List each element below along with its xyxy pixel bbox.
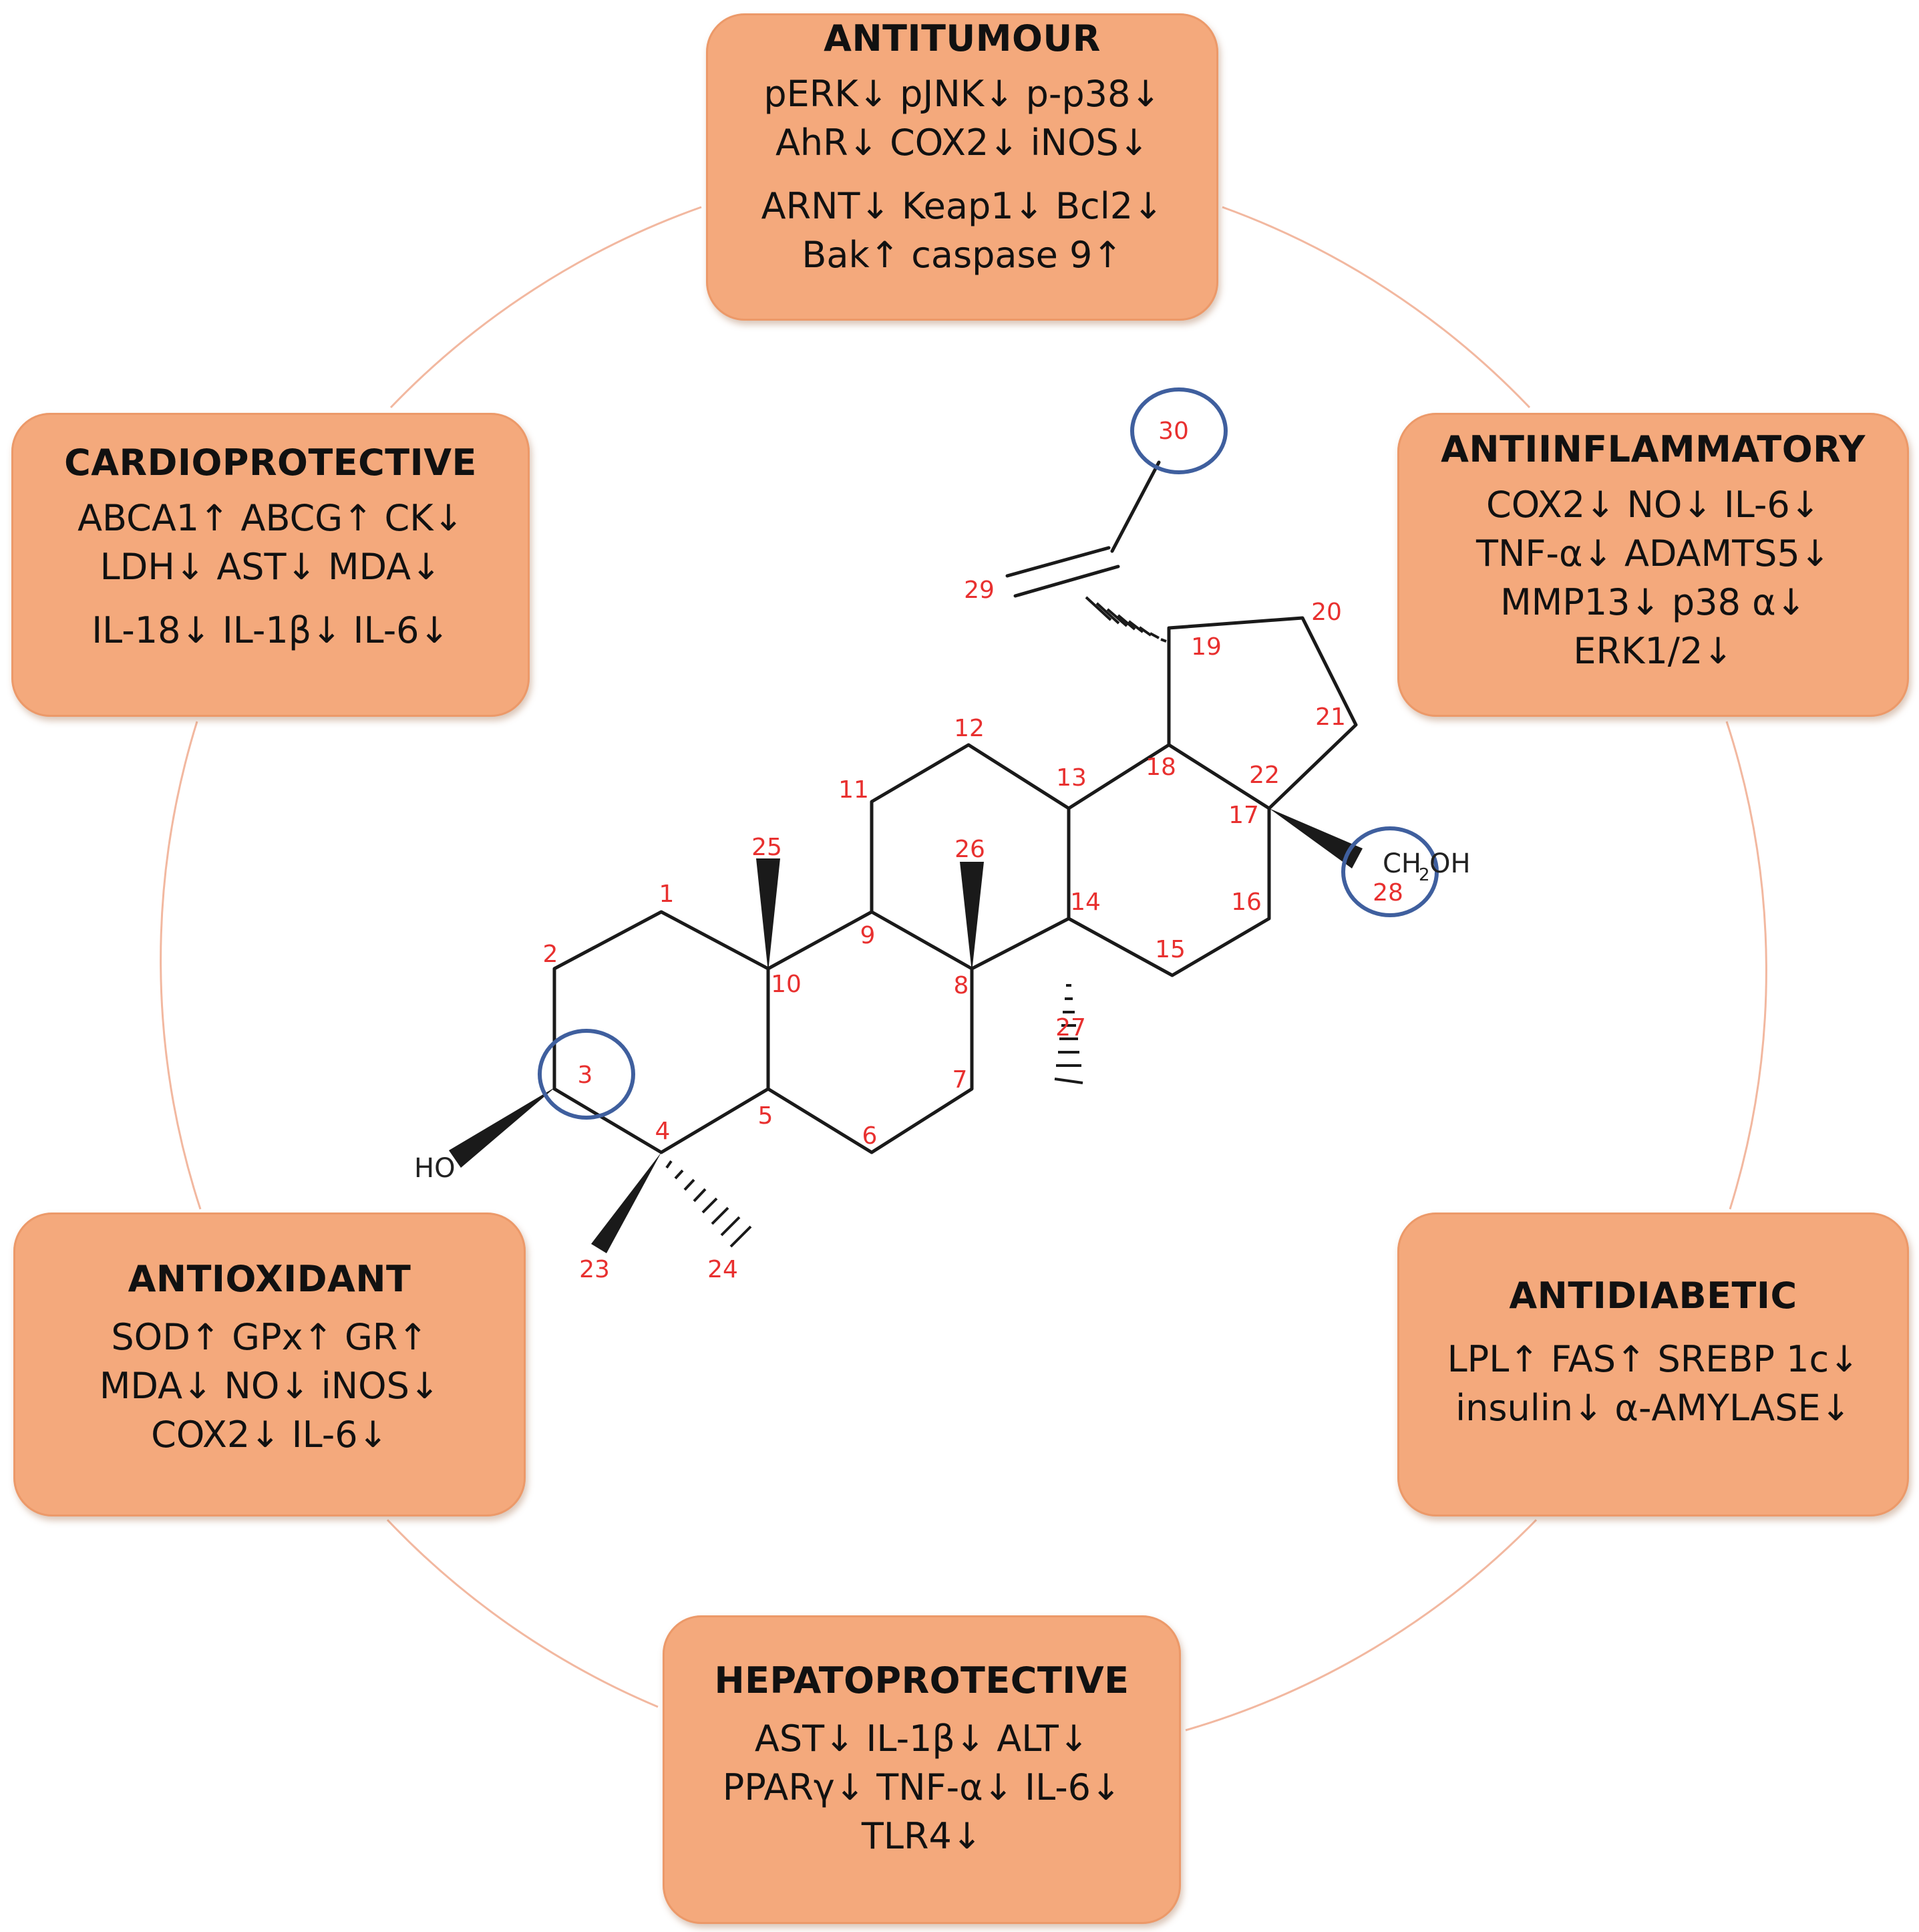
hepatoprotective-line: TLR4↓ (861, 1815, 983, 1858)
antitumour-line: AhR↓ COX2↓ iNOS↓ (775, 122, 1150, 164)
highlight-c3-ring (538, 1029, 635, 1120)
cardioprotective-line: IL-18↓ IL-1β↓ IL-6↓ (92, 609, 450, 652)
atom-number: 28 (1373, 879, 1403, 907)
antitumour-line: pERK↓ pJNK↓ p-p38↓ (763, 73, 1161, 116)
atom-number: 4 (655, 1118, 671, 1145)
atom-number: 30 (1158, 418, 1189, 445)
antiinflammatory-line: ERK1/2↓ (1573, 630, 1733, 673)
antioxidant-line: SOD↑ GPx↑ GR↑ (111, 1316, 428, 1359)
atom-number: 20 (1311, 599, 1342, 626)
antiinflammatory-box: ANTIINFLAMMATORY COX2↓ NO↓ IL-6↓ TNF-α↓ … (1397, 413, 1909, 717)
atom-number: 13 (1056, 764, 1087, 792)
hepatoprotective-title: HEPATOPROTECTIVE (714, 1659, 1129, 1702)
highlight-c30-ring (1130, 387, 1228, 474)
atom-number: 8 (954, 972, 969, 999)
atom-number: 29 (964, 577, 995, 604)
atom-number: 15 (1155, 936, 1186, 963)
hepatoprotective-line: AST↓ IL-1β↓ ALT↓ (754, 1718, 1089, 1760)
atom-number: 17 (1228, 802, 1259, 829)
antiinflammatory-line: TNF-α↓ ADAMTS5↓ (1476, 532, 1830, 575)
atom-number: 19 (1191, 633, 1222, 661)
cardioprotective-box: CARDIOPROTECTIVE ABCA1↑ ABCG↑ CK↓ LDH↓ A… (11, 413, 530, 717)
antitumour-line: ARNT↓ Keap1↓ Bcl2↓ (761, 185, 1164, 228)
atom-number: 3 (578, 1062, 593, 1089)
antidiabetic-line: LPL↑ FAS↑ SREBP 1c↓ (1447, 1338, 1860, 1381)
cardioprotective-line: LDH↓ AST↓ MDA↓ (100, 546, 442, 589)
cardioprotective-line: ABCA1↑ ABCG↑ CK↓ (77, 497, 464, 540)
atom-number: 6 (862, 1122, 878, 1150)
atom-number: 1 (659, 880, 675, 908)
atom-number: 7 (952, 1066, 968, 1094)
atom-number: 24 (707, 1256, 738, 1283)
antitumour-box: ANTITUMOUR pERK↓ pJNK↓ p-p38↓ AhR↓ COX2↓… (706, 13, 1218, 321)
atom-number: 25 (751, 834, 782, 861)
hydroxyl-label: HO (414, 1153, 456, 1184)
atom-number: 18 (1146, 754, 1176, 781)
antioxidant-title: ANTIOXIDANT (128, 1258, 411, 1300)
antidiabetic-box: ANTIDIABETIC LPL↑ FAS↑ SREBP 1c↓ insulin… (1397, 1213, 1909, 1516)
atom-number: 9 (860, 922, 876, 949)
ch2-subscript: 2 (1419, 865, 1430, 885)
hepatoprotective-box: HEPATOPROTECTIVE AST↓ IL-1β↓ ALT↓ PPARγ↓… (663, 1615, 1181, 1924)
atom-number: 26 (954, 836, 985, 863)
highlight-c28-ring (1341, 826, 1439, 917)
atom-number: 23 (579, 1256, 610, 1283)
wedge-bonds (449, 808, 1363, 1253)
atom-number: 10 (771, 971, 802, 998)
antioxidant-line: MDA↓ NO↓ iNOS↓ (99, 1365, 440, 1408)
hepatoprotective-line: PPARγ↓ TNF-α↓ IL-6↓ (722, 1766, 1121, 1809)
connecting-circle (160, 206, 1767, 1732)
antitumour-title: ANTITUMOUR (824, 17, 1101, 59)
oh-label: OH (1429, 848, 1471, 879)
cardioprotective-title: CARDIOPROTECTIVE (64, 442, 477, 484)
atom-number: 14 (1070, 889, 1101, 916)
atom-number: 16 (1231, 889, 1262, 916)
atom-number: 11 (838, 776, 869, 804)
atom-number: 21 (1315, 703, 1346, 731)
atom-number: 2 (543, 941, 558, 968)
ch2-label: CH (1383, 848, 1421, 879)
antiinflammatory-line: MMP13↓ p38 α↓ (1500, 581, 1806, 624)
atom-numbers: 1 2 3 4 5 6 7 8 9 10 11 12 13 14 15 16 1… (543, 418, 1403, 1283)
hashed-bonds (665, 596, 1167, 1248)
antioxidant-line: COX2↓ IL-6↓ (151, 1414, 388, 1456)
atom-number: 22 (1249, 762, 1280, 789)
atom-number: 12 (954, 715, 985, 742)
highlight-rings (538, 387, 1439, 1120)
antidiabetic-line: insulin↓ α-AMYLASE↓ (1455, 1387, 1851, 1430)
antiinflammatory-line: COX2↓ NO↓ IL-6↓ (1486, 484, 1820, 526)
atom-number: 27 (1055, 1014, 1086, 1041)
antioxidant-box: ANTIOXIDANT SOD↑ GPx↑ GR↑ MDA↓ NO↓ iNOS↓… (13, 1213, 526, 1516)
atom-number: 5 (758, 1102, 773, 1130)
antitumour-line: Bak↑ caspase 9↑ (802, 234, 1123, 277)
antiinflammatory-title: ANTIINFLAMMATORY (1441, 428, 1866, 470)
antidiabetic-title: ANTIDIABETIC (1509, 1275, 1797, 1317)
